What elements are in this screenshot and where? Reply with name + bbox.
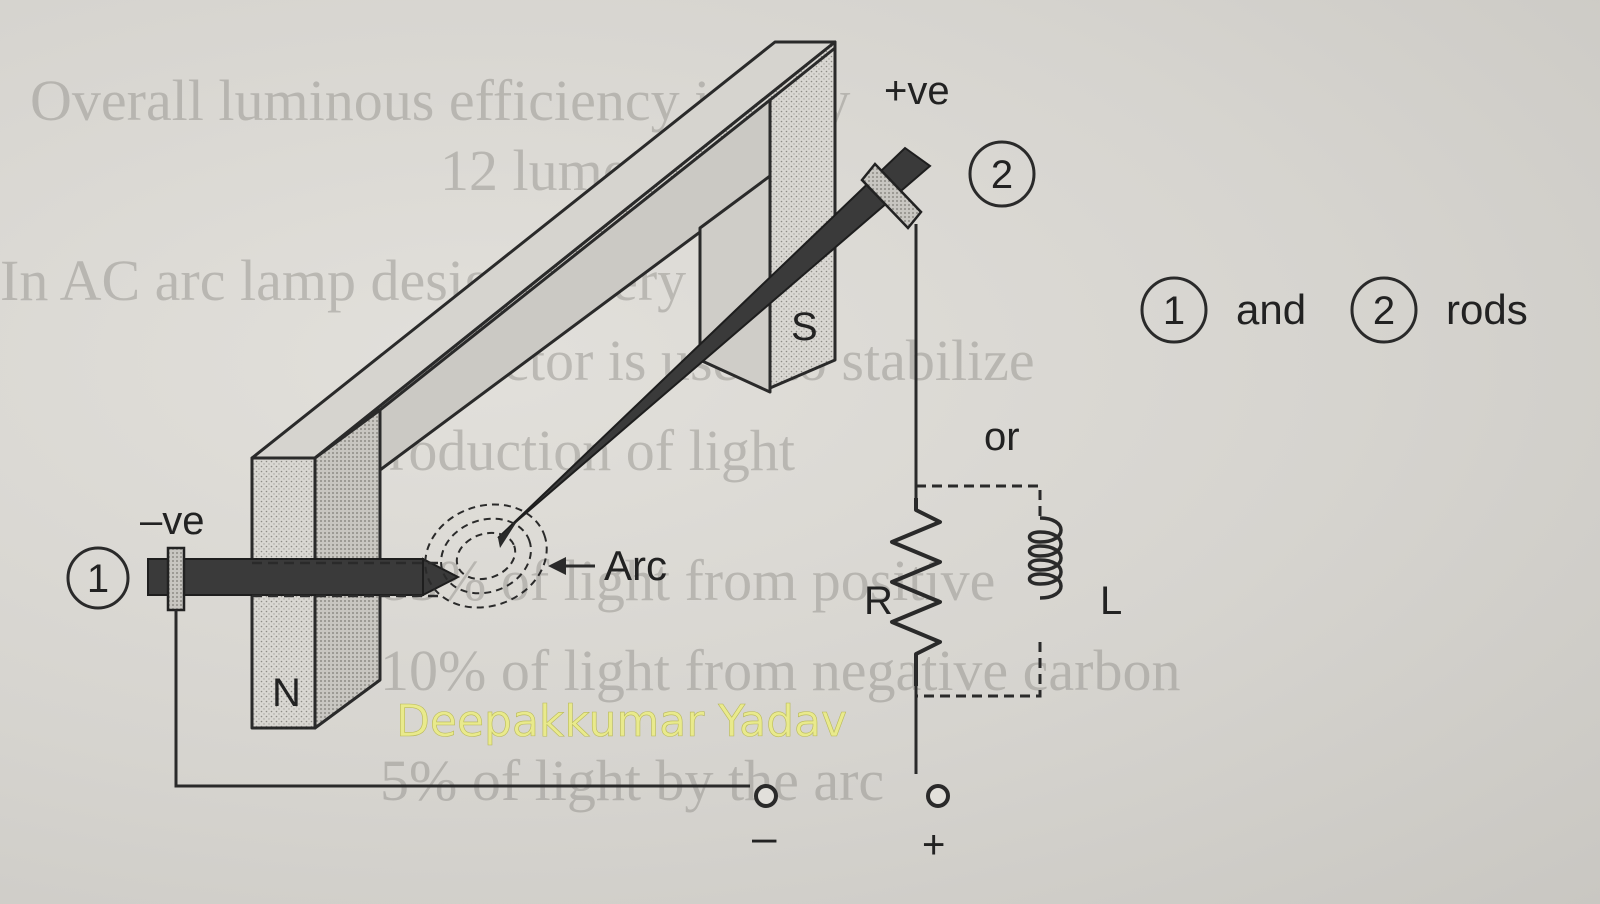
carbon-rod-2	[497, 146, 932, 548]
svg-text:In AC arc lamp design it very: In AC arc lamp design it very rem	[0, 248, 791, 313]
positive-terminal	[926, 784, 950, 808]
arc-pointer-arrow	[548, 557, 595, 575]
svg-text:5% of light by the arc: 5% of light by the arc	[380, 748, 884, 813]
svg-text:2: 2	[991, 153, 1013, 197]
south-pole-label: S	[791, 305, 818, 349]
resistor-label: R	[864, 579, 893, 623]
arc-label: Arc	[604, 542, 667, 589]
legend-num-1: 1	[1163, 289, 1185, 333]
circuit-wires	[174, 224, 918, 788]
rod-2-badge: 2	[968, 140, 1036, 208]
watermark-text: Deepakkumar Yadav	[396, 696, 847, 747]
inductor-label: L	[1100, 579, 1122, 623]
positive-label: +ve	[884, 69, 950, 113]
legend-rods: rods	[1446, 286, 1528, 333]
negative-terminal	[754, 784, 778, 808]
rod-1-badge: 1	[66, 546, 130, 610]
svg-text:85% of light from positive: 85% of light from positive	[380, 548, 995, 613]
legend-and: and	[1236, 286, 1306, 333]
svg-text:10% of light from negative car: 10% of light from negative carbon	[380, 638, 1180, 703]
north-pole-label: N	[272, 671, 301, 715]
legend-num-2: 2	[1373, 289, 1395, 333]
or-label: or	[984, 415, 1020, 459]
inductor-l	[916, 484, 1063, 698]
negative-label: –ve	[140, 499, 205, 543]
rods-legend: 1 and 2 rods	[1140, 276, 1528, 344]
minus-terminal-label: –	[752, 813, 777, 862]
carbon-rod-1	[147, 546, 461, 612]
plus-terminal-label: +	[922, 823, 945, 867]
svg-text:1: 1	[87, 557, 109, 601]
resistor-r	[890, 498, 942, 686]
arc-glow	[424, 503, 548, 609]
